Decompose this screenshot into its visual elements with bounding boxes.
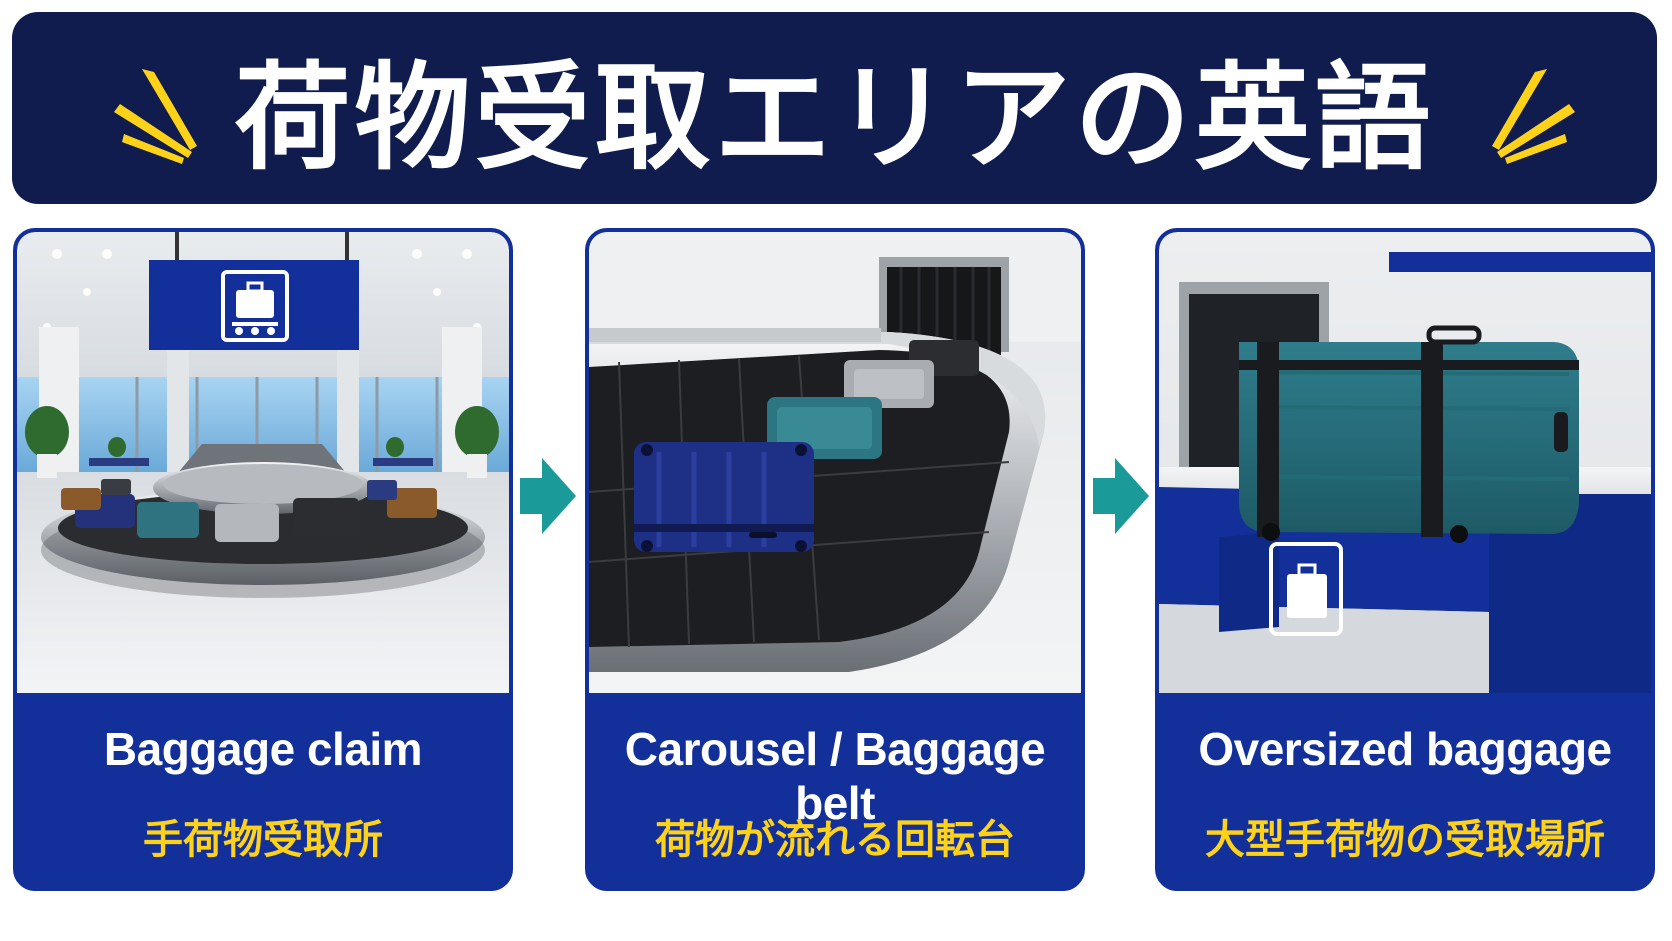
card-label-en: Oversized baggage: [1198, 723, 1612, 775]
card-label-en: Baggage claim: [103, 723, 423, 775]
page-title: 荷物受取エリアの英語: [234, 51, 1435, 186]
carousel-illustration: [589, 232, 1081, 693]
card-baggage-claim: Baggage claim 手荷物受取所: [13, 228, 513, 891]
arrow-right-icon: [520, 458, 576, 534]
title-banner: 荷物受取エリアの英語: [12, 12, 1657, 204]
card-oversized-baggage: Oversized baggage 大型手荷物の受取場所: [1155, 228, 1655, 891]
oversized-baggage-illustration: [1159, 232, 1651, 693]
card-label-en: Carousel / Baggage belt: [624, 723, 1046, 829]
card-label-ja: 手荷物受取所: [143, 817, 383, 863]
burst-left-icon: [114, 69, 197, 164]
baggage-cart-icon: [221, 270, 289, 342]
arrow-right-icon: [1093, 458, 1149, 534]
burst-right-icon: [1492, 69, 1575, 164]
baggage-claim-hall-illustration: [17, 232, 509, 693]
card-label-ja: 荷物が流れる回転台: [655, 817, 1015, 863]
card-carousel: Carousel / Baggage belt 荷物が流れる回転台: [585, 228, 1085, 891]
suitcase-icon: [1269, 542, 1343, 636]
card-label-ja: 大型手荷物の受取場所: [1205, 817, 1605, 863]
